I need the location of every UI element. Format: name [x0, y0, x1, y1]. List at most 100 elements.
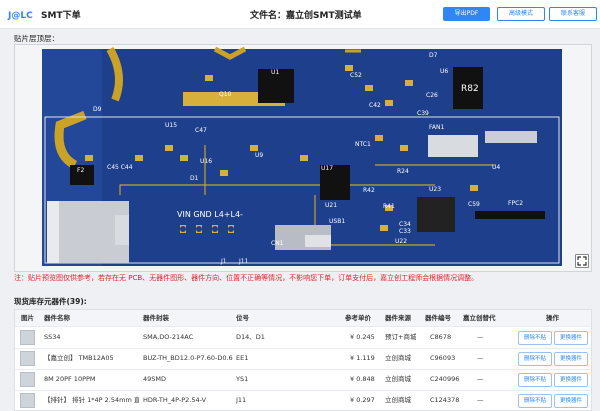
table-row: SS34 SMA,DO-214AC D14、D1 ¥ 0.245 预订+商城 C… — [15, 327, 591, 349]
pcb-board-image: D9 F2 C45 C44 U15 C47 U16 D1 U1 Q10 U9 U… — [15, 45, 591, 271]
delete-no-place-button[interactable]: 删除不贴 — [518, 394, 552, 408]
silk-q10: Q10 — [219, 91, 232, 98]
component-package: SMA,DO-214AC — [143, 333, 194, 341]
delete-no-place-button[interactable]: 删除不贴 — [518, 352, 552, 366]
silk-fpc2: FPC2 — [508, 200, 523, 207]
silk-c47: C47 — [195, 127, 207, 134]
component-part-link[interactable]: C124378 — [430, 396, 460, 404]
silk-c34: C34 — [399, 221, 411, 228]
silk-u1: U1 — [271, 69, 279, 76]
silk-u9: U9 — [255, 152, 263, 159]
app-title: SMT下单 — [41, 11, 81, 21]
silk-u17: U17 — [321, 165, 333, 172]
pcb-preview[interactable]: D9 F2 C45 C44 U15 C47 U16 D1 U1 Q10 U9 U… — [14, 44, 592, 272]
silk-d7: D7 — [429, 52, 438, 59]
component-thumbnail — [20, 351, 35, 366]
silk-fan1: FAN1 — [429, 124, 444, 131]
silk-u22: U22 — [395, 238, 407, 245]
component-part-link[interactable]: C96093 — [430, 354, 456, 362]
top-bar: J@LC SMT下单 文件名：嘉立创SMT测试单 导出PDF 高级模式 联系客服 — [0, 0, 600, 29]
component-package: 49SMD — [143, 375, 167, 383]
component-thumbnail — [20, 372, 35, 387]
component-alt: — — [477, 354, 484, 362]
contact-support-button[interactable]: 联系客服 — [549, 7, 597, 21]
silk-c33: C33 — [399, 228, 411, 235]
component-price: ¥ 0.297 — [350, 396, 375, 404]
silk-r24: R24 — [397, 168, 409, 175]
col-package-header: 器件封装 — [143, 314, 169, 322]
col-alt-header: 嘉立创替代 — [463, 314, 496, 322]
advanced-mode-button[interactable]: 高级模式 — [497, 7, 545, 21]
component-price: ¥ 0.245 — [350, 333, 375, 341]
silk-u4: U4 — [492, 164, 500, 171]
swap-component-button[interactable]: 更换器件 — [554, 331, 588, 345]
component-alt: — — [477, 375, 484, 383]
component-part-link[interactable]: C8678 — [430, 333, 452, 341]
silk-d9: D9 — [93, 106, 102, 113]
col-action-header: 操作 — [546, 314, 559, 322]
silk-f2: F2 — [77, 167, 84, 174]
silk-rail-labels: VIN GND L4+L4- — [177, 210, 243, 219]
silk-j11: J11 — [238, 258, 249, 265]
component-source: 立创商城 — [385, 354, 411, 362]
component-source: 立创商城 — [385, 396, 411, 404]
export-pdf-button[interactable]: 导出PDF — [443, 7, 490, 21]
component-price: ¥ 1.119 — [350, 354, 375, 362]
component-package: BUZ-TH_BD12.0-P7.60-D0.6-FD — [143, 354, 233, 362]
silk-r42: R42 — [363, 187, 375, 194]
swap-component-button[interactable]: 更换器件 — [554, 352, 588, 366]
silk-u15: U15 — [165, 122, 177, 129]
silk-c52: C52 — [350, 72, 362, 79]
silk-j1: J1 — [220, 258, 227, 265]
fullscreen-icon[interactable] — [575, 254, 589, 268]
col-source-header: 器件来源 — [385, 314, 411, 322]
silk-r82: R82 — [461, 84, 479, 94]
component-thumbnail — [20, 393, 35, 408]
silk-cn1: CN1 — [271, 240, 284, 247]
col-name-header: 器件名称 — [44, 314, 70, 322]
silk-r41: R41 — [383, 203, 395, 210]
component-designator: J11 — [236, 396, 247, 404]
component-name: 8M 20PF 10PPM — [44, 375, 96, 383]
silk-u6: U6 — [440, 68, 448, 75]
table-row: 【排针】 排针 1*4P 2.54mm 直插 HDR-TH_4P-P2.54-V… — [15, 390, 591, 411]
delete-no-place-button[interactable]: 删除不贴 — [518, 331, 552, 345]
swap-component-button[interactable]: 更换器件 — [554, 394, 588, 408]
components-section-label: 现货库存元器件(39): — [14, 297, 87, 306]
silk-ntc1: NTC1 — [355, 141, 371, 148]
component-name: 【排针】 排针 1*4P 2.54mm 直插 — [44, 396, 139, 404]
file-title: 文件名：嘉立创SMT测试单 — [250, 11, 362, 21]
component-source: 立创商城 — [385, 375, 411, 383]
silk-u16: U16 — [200, 158, 212, 165]
component-alt: — — [477, 333, 484, 341]
silk-c59: C59 — [468, 201, 480, 208]
svg-text:J@LC: J@LC — [7, 11, 33, 21]
table-row: 8M 20PF 10PPM 49SMD YS1 ¥ 0.848 立创商城 C24… — [15, 369, 591, 391]
col-image-header: 图片 — [21, 314, 34, 322]
silk-usb1: USB1 — [329, 218, 345, 225]
component-part-link[interactable]: C240996 — [430, 375, 460, 383]
silk-c42: C42 — [369, 102, 381, 109]
table-header-row: 图片 器件名称 器件封装 位号 参考单价 器件来源 器件编号 嘉立创替代 操作 — [15, 310, 591, 327]
table-row: 【嘉立创】 TMB12A05 BUZ-TH_BD12.0-P7.60-D0.6-… — [15, 348, 591, 370]
component-name: 【嘉立创】 TMB12A05 — [44, 354, 114, 362]
component-package: HDR-TH_4P-P2.54-V — [143, 396, 207, 404]
component-thumbnail — [20, 330, 35, 345]
silk-c45c44: C45 C44 — [107, 164, 133, 171]
component-price: ¥ 0.848 — [350, 375, 375, 383]
delete-no-place-button[interactable]: 删除不贴 — [518, 373, 552, 387]
swap-component-button[interactable]: 更换器件 — [554, 373, 588, 387]
component-designator: EE1 — [236, 354, 249, 362]
silk-c26: C26 — [426, 92, 438, 99]
components-table: 图片 器件名称 器件封装 位号 参考单价 器件来源 器件编号 嘉立创替代 操作 … — [14, 309, 592, 411]
component-source: 预订+商城 — [385, 333, 417, 341]
component-designator: YS1 — [236, 375, 249, 383]
silk-d1: D1 — [190, 175, 199, 182]
pcb-section-label: 贴片层顶层： — [14, 34, 59, 43]
component-name: SS34 — [44, 333, 61, 341]
component-designator: D14、D1 — [236, 333, 265, 341]
col-designator-header: 位号 — [236, 314, 249, 322]
component-alt: — — [477, 396, 484, 404]
col-part-no-header: 器件编号 — [425, 314, 451, 322]
preview-warning-text: 注：贴片预览图仅供参考，若存在无 PCB、无器件图形、器件方向、位置不正确等情况… — [14, 274, 479, 282]
